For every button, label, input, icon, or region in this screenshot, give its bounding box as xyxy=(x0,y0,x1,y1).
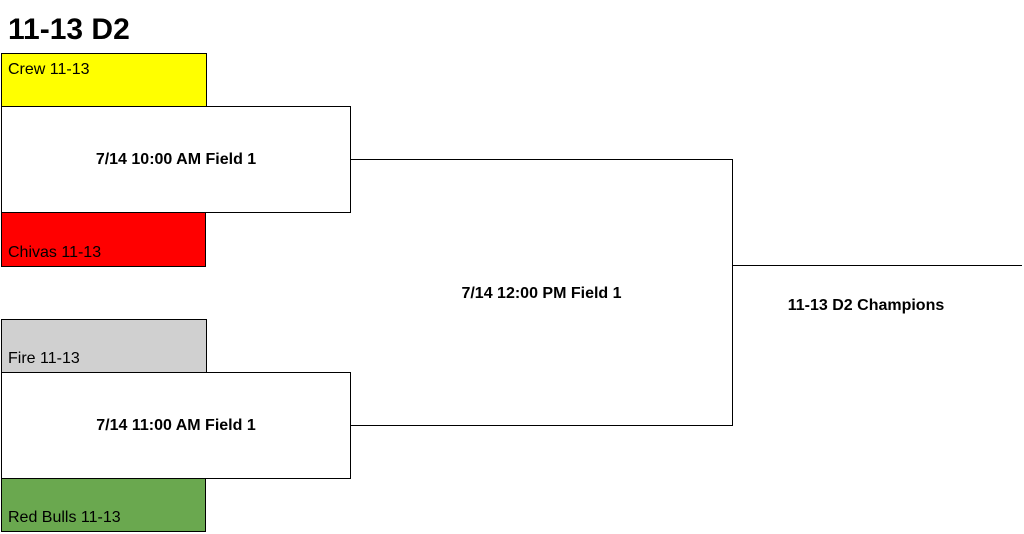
final-game-label: 7/14 12:00 PM Field 1 xyxy=(461,285,622,302)
game1-label: 7/14 10:00 AM Field 1 xyxy=(95,151,257,168)
game1-left-line xyxy=(1,106,2,213)
team-name: Chivas 11-13 xyxy=(8,244,102,261)
game2-left-line xyxy=(1,372,2,479)
team-crew: Crew 11-13 xyxy=(1,53,207,107)
bracket-title: 11-13 D2 xyxy=(8,13,130,46)
team-name: Fire 11-13 xyxy=(8,350,80,367)
final-top-line xyxy=(350,159,733,160)
game2-bottom-line xyxy=(1,478,351,479)
team-red-bulls: Red Bulls 11-13 xyxy=(1,479,206,532)
final-bottom-line xyxy=(350,425,733,426)
champion-line xyxy=(732,265,1022,266)
team-chivas: Chivas 11-13 xyxy=(1,213,206,267)
game2-top-line xyxy=(1,372,351,373)
team-name: Crew 11-13 xyxy=(8,61,90,78)
game1-bottom-line xyxy=(1,212,351,213)
team-name: Red Bulls 11-13 xyxy=(8,509,121,526)
game1-top-line xyxy=(1,106,351,107)
team-fire: Fire 11-13 xyxy=(1,319,207,373)
final-right-line xyxy=(732,159,733,426)
game2-label: 7/14 11:00 AM Field 1 xyxy=(96,417,256,434)
champion-label: 11-13 D2 Champions xyxy=(787,297,945,314)
